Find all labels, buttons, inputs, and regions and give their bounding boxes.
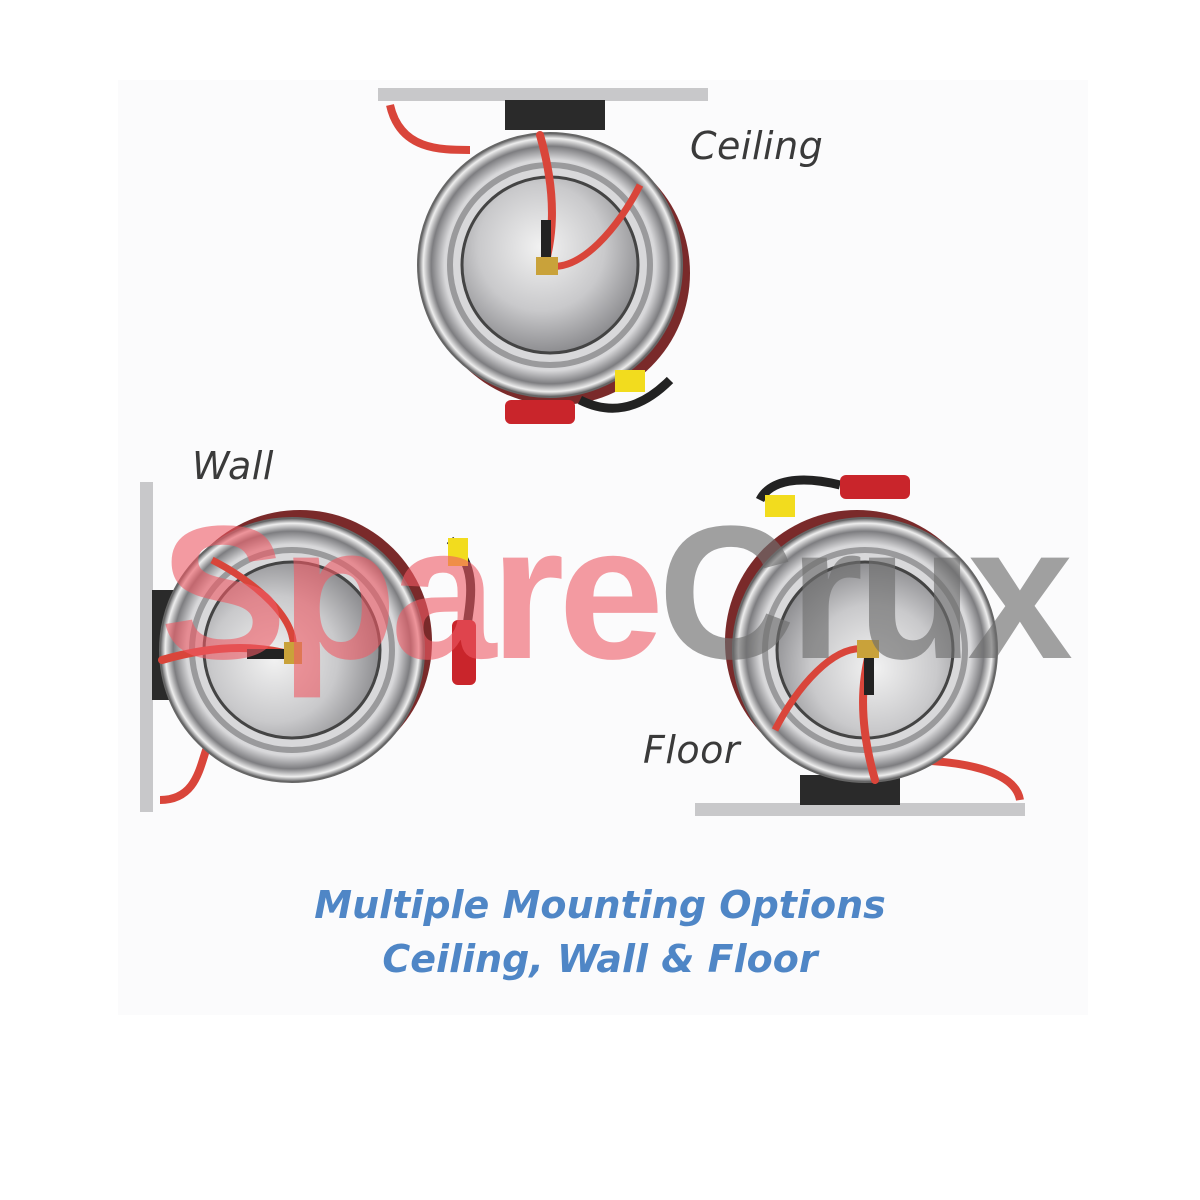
caption-line2: Ceiling, Wall & Floor <box>382 937 818 981</box>
watermark-logo: SpareCrux <box>160 498 1073 688</box>
wall-nozzle <box>452 620 476 685</box>
caption-line1: Multiple Mounting Options <box>314 883 886 927</box>
ceiling-nozzle <box>505 400 575 424</box>
caption: Multiple Mounting Options Ceiling, Wall … <box>0 878 1200 986</box>
watermark-part2: Crux <box>658 487 1073 699</box>
watermark-part1: Spare <box>160 487 664 699</box>
floor-label: Floor <box>643 728 741 772</box>
ceiling-label: Ceiling <box>690 124 824 168</box>
ceiling-mount-surface <box>378 88 708 101</box>
wall-label: Wall <box>192 444 274 488</box>
ceiling-bracket <box>505 100 605 130</box>
wall-mount-surface <box>140 482 153 812</box>
floor-mount-surface <box>695 803 1025 816</box>
ceiling-hose-reel <box>418 133 690 405</box>
floor-nozzle <box>840 475 910 499</box>
